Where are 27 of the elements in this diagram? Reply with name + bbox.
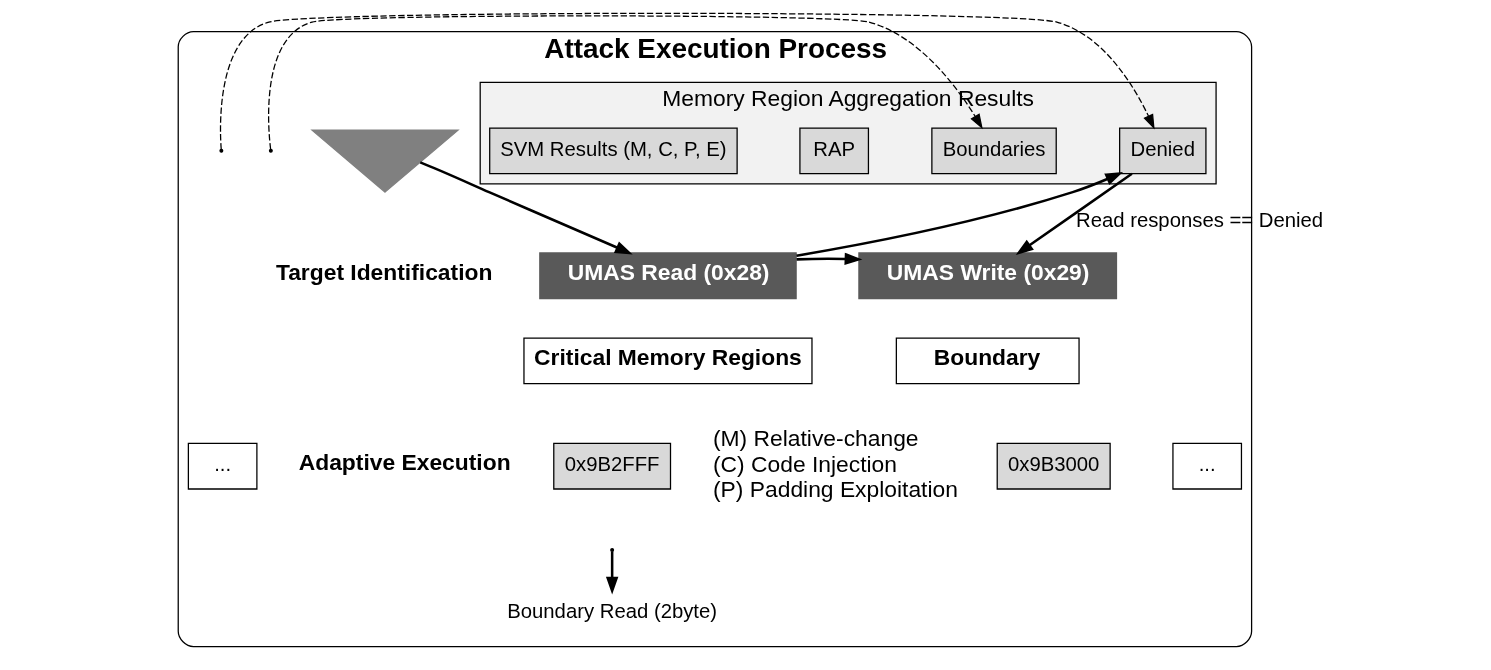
- node-box: 0x9B2FFF: [552, 442, 671, 490]
- node-box: Denied: [1118, 127, 1207, 175]
- arrow: [1015, 172, 1133, 255]
- node-box: RAP: [798, 127, 869, 175]
- arrow: [219, 12, 1155, 150]
- arrow: [796, 252, 862, 266]
- node-text: Boundary Read (2byte): [506, 600, 717, 623]
- node-box: Boundaries: [930, 127, 1057, 175]
- node-box: UMAS Write (0x29): [857, 252, 1117, 300]
- node-box: ...: [187, 442, 258, 490]
- node-label: Target Identification: [275, 259, 492, 286]
- arrow: [605, 551, 618, 595]
- node-label: (P) Padding Exploitation: [712, 476, 958, 503]
- node-label: (C) Code Injection: [712, 450, 897, 477]
- node-box: ...: [1171, 442, 1242, 490]
- node-box: Boundary: [895, 337, 1080, 385]
- node-box: UMAS Read (0x28): [538, 252, 797, 300]
- label: Adaptive Execution: [298, 449, 511, 476]
- node-label: (M) Relative-change: [712, 425, 919, 452]
- arrow: [795, 172, 1123, 257]
- node-box: 0x9B3000: [996, 442, 1111, 490]
- arrow: [267, 15, 983, 150]
- node-triangle: [309, 129, 460, 193]
- node-box: Critical Memory Regions: [522, 337, 813, 385]
- arrow: [419, 161, 633, 255]
- edge-label: Read responses == Denied: [1075, 209, 1323, 232]
- node-box: SVM Results (M, C, P, E): [488, 127, 738, 175]
